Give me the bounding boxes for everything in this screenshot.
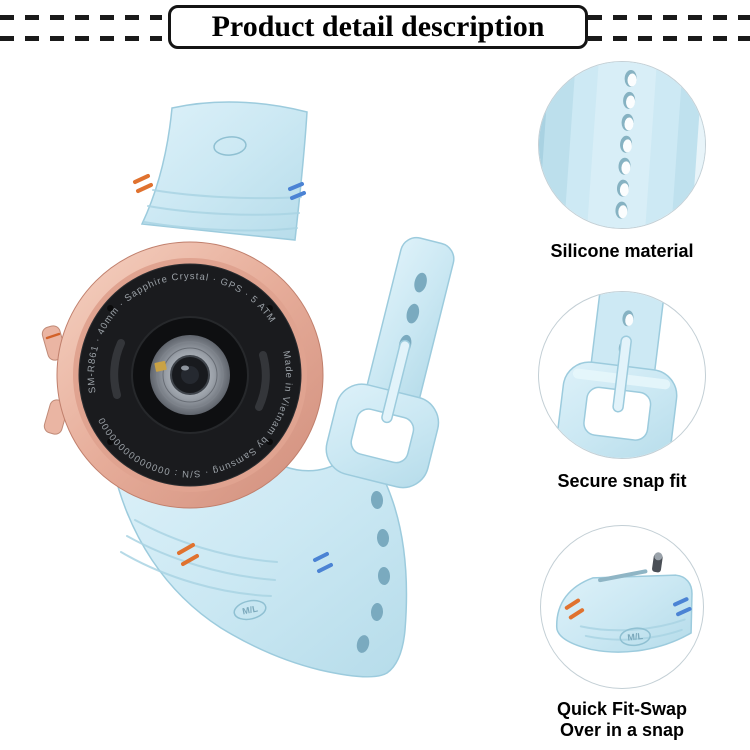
callout-label-quick-fit-line2: Over in a snap xyxy=(559,720,685,740)
buckle-prong xyxy=(381,339,411,424)
strap-pin-holes xyxy=(356,491,391,653)
watch-illustration: M/L xyxy=(41,101,455,678)
charging-contacts xyxy=(110,339,270,411)
buckle-prong-zoom xyxy=(612,335,632,413)
dashed-line-right-bottom xyxy=(588,36,750,41)
button-orange-accent xyxy=(45,332,61,340)
product-photo-watch: M/L xyxy=(25,90,495,730)
svg-text:M/L: M/L xyxy=(241,603,259,616)
dashed-line-left-top xyxy=(0,15,162,20)
strap-size-stamp-zoom: M/L xyxy=(619,627,651,647)
blue-accent-mark-top xyxy=(288,182,306,200)
callout-snap-fit: Secure snap fit xyxy=(537,290,707,492)
callout-label-snap-fit: Secure snap fit xyxy=(557,471,687,491)
callout-quickfit-image: M/L xyxy=(540,525,704,689)
buckle xyxy=(325,236,455,489)
blue-accent-mark-zoom xyxy=(673,597,692,617)
callout-silicone-image xyxy=(533,56,711,234)
strap-stamp-oval xyxy=(213,136,247,156)
blue-accent-mark-bottom xyxy=(313,552,333,573)
callout-label-quick-fit-line1: Quick Fit-Swap xyxy=(556,699,688,719)
callout-quick-fit: M/L Quick Fit-Swap Over in a snap xyxy=(539,524,705,741)
orange-accent-mark-top xyxy=(133,174,153,193)
dashed-line-right-top xyxy=(588,15,750,20)
orange-accent-mark-zoom xyxy=(564,598,585,620)
sensor-module xyxy=(131,316,249,434)
callout-label-silicone: Silicone material xyxy=(550,241,694,261)
quick-fit-pin xyxy=(652,552,663,573)
callout-silicone: Silicone material xyxy=(533,56,711,262)
callout-snap-image xyxy=(538,291,706,459)
orange-accent-mark-bottom xyxy=(177,543,199,566)
page-title: Product detail description xyxy=(211,10,545,43)
upper-strap xyxy=(133,101,308,241)
strap-holes-column xyxy=(615,69,637,219)
strap-end-piece xyxy=(555,574,693,653)
back-screws xyxy=(107,305,273,445)
dashed-line-left-bottom xyxy=(0,36,162,41)
strap-size-stamp: M/L xyxy=(233,599,267,621)
watch-case: SM-R861 · 40mm · Sapphire Crystal · GPS … xyxy=(41,237,327,513)
page-title-box: Product detail description xyxy=(168,5,588,49)
svg-text:M/L: M/L xyxy=(627,631,644,643)
hologram-sticker xyxy=(154,361,167,372)
